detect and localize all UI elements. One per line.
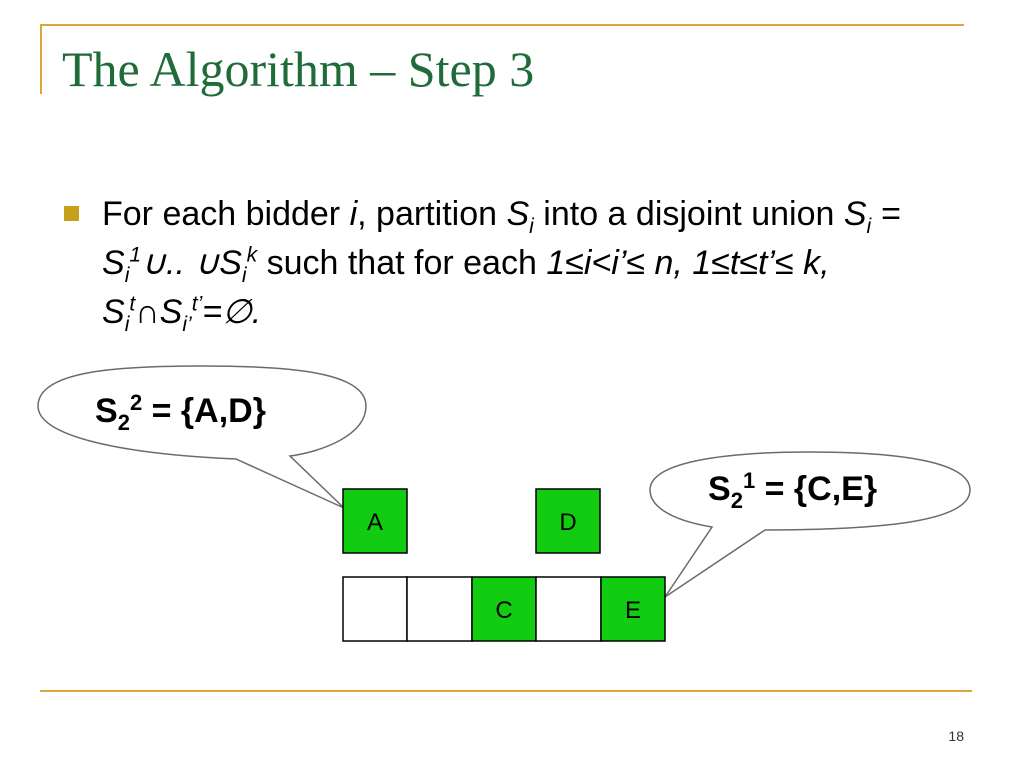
bullet-part: i bbox=[124, 312, 130, 336]
bullet-part: i bbox=[349, 195, 358, 233]
cell-d-label: D bbox=[559, 509, 576, 536]
frame-top-line bbox=[40, 24, 964, 26]
bullet-part: t’ bbox=[191, 292, 203, 316]
bullet-part: i’ bbox=[182, 312, 192, 336]
row-cell-3-label: C bbox=[495, 597, 512, 624]
row-cell-5 bbox=[600, 576, 666, 642]
bullet-part: , partition bbox=[357, 195, 507, 233]
bullet-part: For each bidder bbox=[102, 195, 350, 233]
bullet-part: t bbox=[129, 292, 136, 316]
callout-left-label: S22 = {A,D} bbox=[95, 390, 266, 435]
bullet-part: i bbox=[529, 214, 534, 238]
callout-left-bubble bbox=[37, 365, 367, 509]
bullet-part: 1≤i<i’≤ n, 1≤t≤t’≤ k, S bbox=[102, 244, 830, 331]
row-cell-1 bbox=[342, 576, 408, 642]
callout-left: S22 = {A,D} bbox=[37, 365, 367, 509]
bullet-part: into a disjoint union bbox=[533, 195, 844, 233]
bullet-square-icon bbox=[64, 206, 79, 221]
bullet-part: i bbox=[866, 214, 872, 238]
bullet-part: ∪.. ∪S bbox=[141, 244, 242, 282]
bullet-part: = S bbox=[102, 195, 901, 282]
page-number: 18 bbox=[948, 728, 964, 744]
cell-a-box bbox=[342, 488, 408, 554]
cell-a-label: A bbox=[367, 509, 383, 536]
bullet-part: =∅. bbox=[202, 293, 262, 331]
slide-title: The Algorithm – Step 3 bbox=[62, 41, 535, 97]
bullet-part: such that for each bbox=[257, 244, 547, 282]
row-cell-2 bbox=[406, 576, 473, 642]
bullet-part: i bbox=[241, 263, 247, 287]
frame-bottom-line bbox=[40, 690, 972, 692]
callout-right-label: S21 = {C,E} bbox=[708, 468, 877, 513]
frame-left-line bbox=[40, 24, 42, 94]
bullet-part: S bbox=[843, 195, 867, 233]
bullet-part: k bbox=[246, 243, 258, 267]
bullet-part: i bbox=[124, 263, 130, 287]
bullet-part: 1 bbox=[129, 243, 142, 267]
row-cell-5-label: E bbox=[625, 597, 641, 624]
row-cell-4 bbox=[535, 576, 602, 642]
row-cell-3 bbox=[471, 576, 537, 642]
callout-right-bubble bbox=[649, 451, 971, 598]
bullet-part: ∩S bbox=[135, 293, 183, 331]
cell-d-box bbox=[535, 488, 601, 554]
bullet-part: S bbox=[506, 195, 530, 233]
bullet-text: For each bidder i, partition Si into a d… bbox=[102, 190, 982, 337]
callout-right: S21 = {C,E} bbox=[649, 451, 971, 598]
